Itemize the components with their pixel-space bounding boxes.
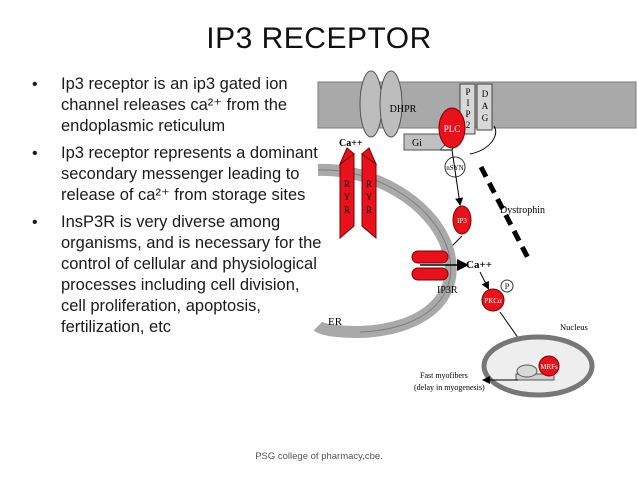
ip3-ellipse	[452, 205, 472, 235]
nucleus-ellipse	[481, 334, 595, 398]
dag-letter: A	[482, 101, 489, 111]
p-circle	[500, 279, 514, 293]
ryr-left-tip	[338, 147, 355, 166]
dag-letter: D	[482, 89, 489, 99]
ca-to-pkc-arrow	[479, 271, 489, 290]
dhpr-right-subunit	[379, 70, 403, 138]
mrfs-circle	[538, 355, 560, 377]
ip3r-label: IP3R	[437, 285, 458, 296]
ryr-left-letter: R	[344, 179, 350, 189]
ryr-left-letter: R	[344, 205, 350, 215]
bullet-item: • InsP3R is very diverse among organisms,…	[26, 212, 326, 338]
ryr-left-letter: Y	[344, 192, 351, 202]
bullet-dot-icon: •	[32, 145, 38, 162]
pip2-letter: P	[465, 87, 470, 97]
ip3-label: IP3	[457, 217, 467, 225]
footer-text: PSG college of pharmacy,cbe.	[255, 451, 383, 462]
plc-to-ip3-arrow	[451, 149, 464, 206]
er-label: ER	[328, 316, 343, 328]
mrfs-label: MRFs	[540, 363, 558, 371]
ip3r-bottom-subunit	[411, 267, 449, 281]
plc-ellipse	[438, 107, 466, 149]
bullet-text: Ip3 receptor represents a dominant secon…	[61, 144, 318, 204]
ryr-right-letter: R	[366, 179, 372, 189]
pkc-circle	[481, 288, 505, 312]
bullet-dot-icon: •	[32, 76, 38, 93]
nucleus-factor	[516, 364, 538, 378]
bullet-item: • Ip3 receptor represents a dominant seco…	[26, 143, 326, 206]
dhpr-label: DHPR	[390, 104, 417, 115]
dystrophin-label: Dystrophin	[500, 205, 545, 216]
bullet-dot-icon: •	[32, 214, 38, 231]
ryr-right-tip	[361, 147, 378, 166]
slide-title: IP3 RECEPTOR	[206, 22, 432, 55]
bullet-list: • Ip3 receptor is an ip3 gated ion channe…	[26, 74, 326, 344]
nsyn-link	[469, 125, 497, 155]
plc-label: PLC	[444, 124, 461, 134]
bullet-item: • Ip3 receptor is an ip3 gated ion channe…	[26, 74, 326, 137]
pip2-letter: P	[465, 109, 470, 119]
dhpr-left-subunit	[359, 70, 383, 138]
ryr-right-letter: Y	[366, 192, 373, 202]
pkc-label: PKCα	[484, 297, 502, 305]
pip2-letter: I	[467, 98, 470, 108]
bullet-text: Ip3 receptor is an ip3 gated ion channel…	[61, 75, 288, 135]
ca-label-right: Ca++	[466, 259, 492, 271]
gi-arrow-shape	[403, 133, 449, 151]
dag-letter: G	[482, 113, 489, 123]
p-label: P	[505, 282, 510, 291]
bullet-text: InsP3R is very diverse among organisms, …	[61, 213, 322, 336]
ip3r-top-subunit	[411, 250, 449, 264]
ca-label-left: Ca++	[339, 138, 363, 149]
pip2-letter: 2	[466, 120, 471, 130]
ryr-right-letter: R	[366, 205, 372, 215]
fast-myofibers-sublabel: (delay in myogenesis)	[414, 383, 485, 392]
gi-label: Gi	[412, 138, 422, 149]
nucleus-label: Nucleus	[560, 322, 588, 332]
fast-myofibers-label: Fast myofibers	[420, 371, 468, 380]
dag-box	[476, 83, 493, 131]
